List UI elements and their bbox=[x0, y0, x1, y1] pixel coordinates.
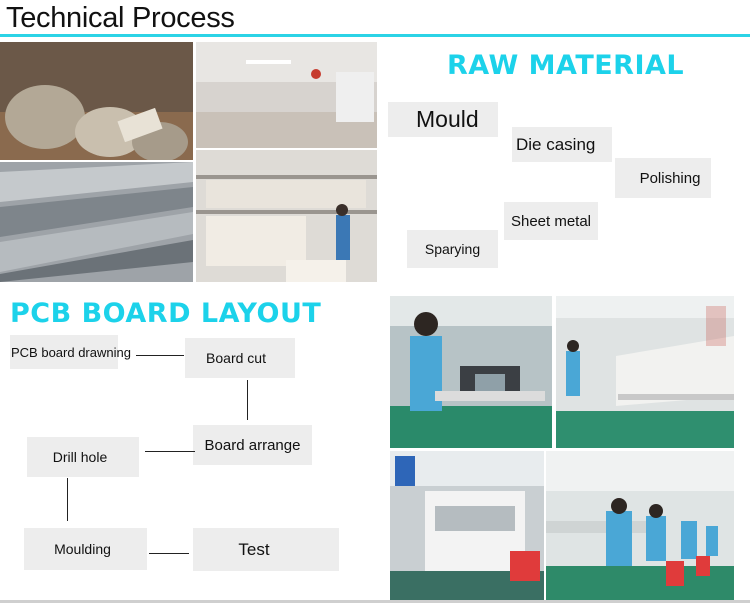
pcb-step-board-drawing: PCB board drawning bbox=[10, 335, 131, 369]
connector-moulding-test bbox=[149, 553, 189, 554]
raw-material-heading: RAW MATERIAL bbox=[447, 50, 685, 81]
pcb-step-board-arrange: Board arrange bbox=[193, 425, 312, 465]
raw-material-bags-photo bbox=[0, 42, 193, 160]
smt-machine-photo bbox=[390, 451, 544, 600]
connector-drawing-cut bbox=[136, 355, 184, 356]
reflow-line-photo bbox=[556, 296, 734, 448]
pcb-step-drill-hole: Drill hole bbox=[27, 437, 139, 477]
pcb-step-test: Test bbox=[193, 528, 339, 571]
raw-step-mould: Mould bbox=[388, 102, 498, 137]
raw-step-sheet-metal: Sheet metal bbox=[504, 202, 598, 240]
aluminum-profiles-photo bbox=[0, 162, 193, 282]
warehouse-worker-photo bbox=[196, 150, 377, 282]
raw-step-spraying: Sparying bbox=[407, 230, 498, 268]
connector-drill-moulding bbox=[67, 478, 68, 521]
page-title: Technical Process bbox=[6, 2, 235, 34]
pcb-layout-heading: PCB BOARD LAYOUT bbox=[10, 298, 322, 329]
raw-step-polishing: Polishing bbox=[615, 158, 711, 198]
assembly-worker-photo bbox=[390, 296, 552, 448]
pcb-step-moulding: Moulding bbox=[24, 528, 147, 570]
raw-step-die-casing: Die casing bbox=[512, 127, 612, 162]
warehouse-shelves-photo bbox=[196, 42, 377, 148]
title-underline bbox=[0, 34, 750, 37]
connector-arrange-drill bbox=[145, 451, 195, 452]
pcb-step-board-cut: Board cut bbox=[185, 338, 295, 378]
connector-cut-arrange bbox=[247, 380, 248, 420]
bottom-rule bbox=[0, 600, 750, 603]
assembly-line-workers-photo bbox=[546, 451, 734, 600]
